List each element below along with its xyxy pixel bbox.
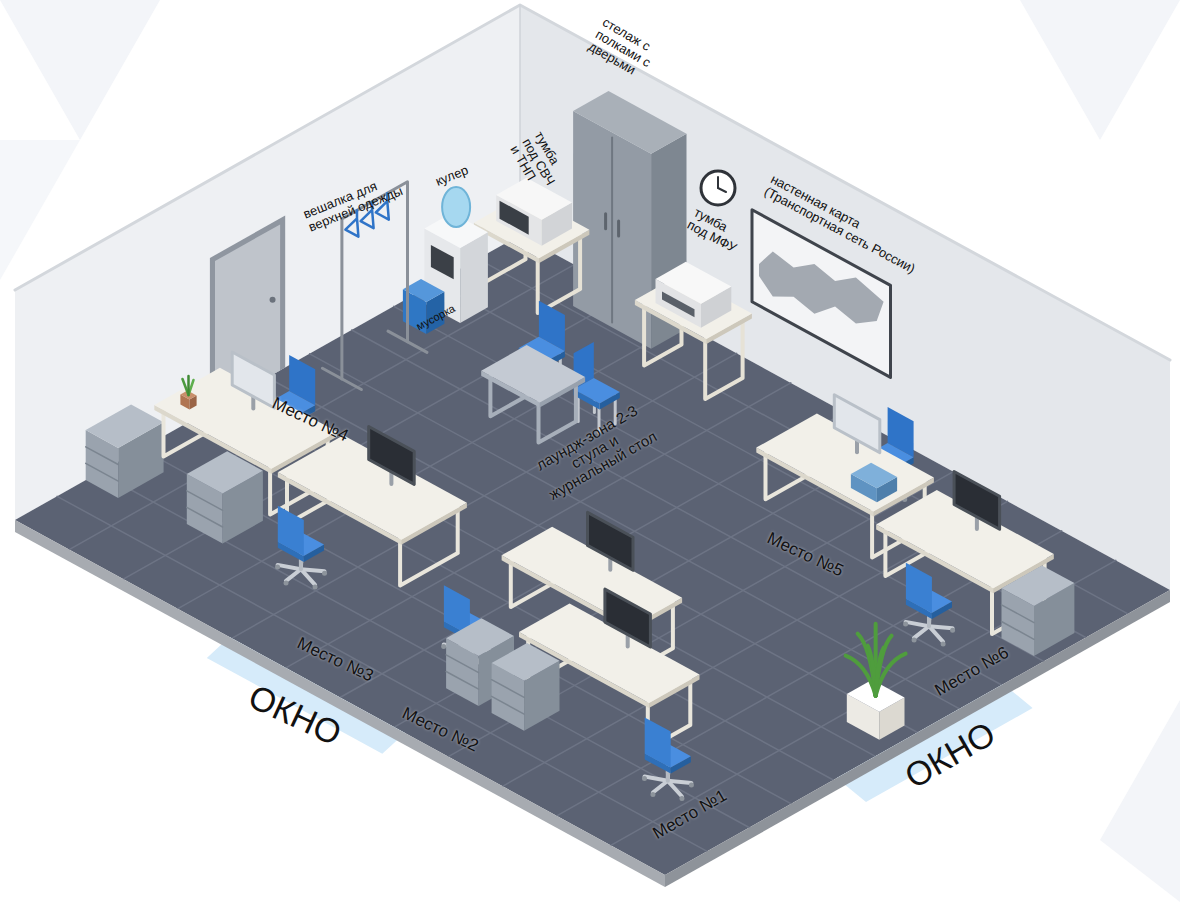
wardrobe-door-line — [611, 137, 613, 322]
map-russia-shape — [759, 251, 884, 323]
drawer-line — [187, 507, 223, 527]
chair-base — [929, 626, 953, 628]
trash-bin — [403, 279, 445, 302]
door-handle — [270, 297, 276, 303]
chair-back — [278, 506, 304, 556]
window-label: ОКНО — [243, 678, 347, 752]
books — [851, 463, 897, 489]
drawer-line — [446, 672, 479, 690]
chair-wheel — [650, 792, 655, 797]
chair-wheel — [322, 571, 327, 576]
chair-wheel — [941, 641, 946, 646]
chair-base — [668, 781, 692, 783]
floor — [15, 235, 1170, 875]
monitor-screen — [232, 352, 274, 408]
floor-tile-line — [57, 496, 707, 851]
drawer-line — [86, 463, 119, 481]
window-label: ОКНО — [899, 715, 1002, 795]
clock-hand — [718, 188, 726, 192]
workplace-label: Место №4 — [269, 394, 351, 445]
microwave-door — [500, 201, 529, 235]
coat-rack-foot — [388, 331, 427, 352]
drawer-cabinet — [1002, 565, 1075, 606]
furniture-label: кулер — [434, 163, 471, 189]
chair-wheel — [441, 644, 446, 649]
monitor-screen — [588, 512, 634, 570]
furniture-label: стелаж с полками с дверьми — [586, 15, 664, 84]
drawer-line — [492, 696, 524, 714]
chair-base — [906, 622, 929, 626]
floor-tile-line — [394, 442, 899, 727]
workplace-label: Место №2 — [399, 704, 481, 755]
coat-rack-foot — [322, 368, 361, 389]
plant-leaf — [187, 376, 190, 395]
chair-base — [286, 569, 301, 581]
chair-wheel — [275, 564, 280, 569]
workplace-label: Место №3 — [294, 634, 376, 685]
floor-tile-line — [183, 425, 833, 780]
zone-label: лаундж-зона 2-3 стула и журнальный стол — [529, 400, 662, 505]
wall-clock — [701, 171, 735, 205]
wall-top-edge — [15, 5, 1170, 360]
drawer-line — [187, 491, 223, 511]
workplace-label: Место №5 — [764, 529, 846, 580]
plant-leaf — [876, 648, 884, 696]
floor-rim — [665, 590, 1170, 887]
clock-hand — [717, 177, 719, 188]
wardrobe-handle — [617, 221, 620, 236]
workplace-label: Место №1 — [650, 787, 730, 844]
bg-triangle — [0, 0, 160, 140]
water-bottle — [442, 187, 470, 227]
printer-tray — [662, 291, 695, 317]
chair-base — [278, 565, 301, 569]
drawer-line — [1002, 622, 1035, 640]
wardrobe-handle — [604, 214, 607, 229]
monitor-screen — [954, 472, 1000, 530]
floor-tile-line — [448, 472, 953, 757]
chair-back — [645, 717, 671, 767]
cooler-panel — [431, 245, 454, 279]
chair-wheel — [912, 637, 917, 642]
chair-wheel — [903, 621, 908, 626]
drawer-cabinet — [86, 405, 164, 448]
floor-tile-line — [611, 560, 1116, 845]
drawer-line — [86, 447, 119, 465]
coffee-table — [481, 345, 585, 403]
chair-wheel — [642, 776, 647, 781]
furniture-label: мусорка — [415, 303, 458, 333]
chair-back — [906, 563, 932, 613]
furniture-label: настенная карта (Транспортная сеть Росси… — [762, 172, 939, 284]
bg-triangle — [1100, 700, 1180, 902]
wardrobe — [573, 91, 686, 154]
chair-wheel — [313, 584, 318, 589]
chair-wheel — [950, 628, 955, 633]
furniture-label: тумба под МФУ — [685, 206, 751, 259]
chair-base — [914, 626, 929, 638]
chair-base — [645, 777, 668, 781]
plant-leaf — [858, 634, 876, 696]
furniture-label: тумба под СВЧ и ТНП — [507, 129, 572, 200]
drawer-cabinet — [187, 451, 263, 493]
drawer-line — [1002, 605, 1035, 623]
chair-wheel — [679, 796, 684, 801]
floor-tile-line — [141, 449, 791, 804]
chair-base — [653, 781, 668, 793]
bg-triangle — [1020, 0, 1180, 140]
chair-wheel — [284, 580, 289, 585]
monitor-screen — [369, 427, 415, 485]
monitor-screen — [834, 395, 880, 453]
water-cooler — [460, 232, 488, 323]
drawer-cabinet — [492, 643, 560, 681]
chair-base — [301, 569, 325, 571]
drawer-cabinet — [446, 618, 514, 656]
drawer-line — [446, 655, 479, 673]
chair-wheel — [689, 782, 694, 787]
monitor-screen — [605, 589, 651, 647]
drawer-line — [492, 680, 524, 698]
furniture-label: вешалка для верхней одежды — [301, 165, 418, 234]
workplace-label: Место №6 — [932, 644, 1012, 701]
